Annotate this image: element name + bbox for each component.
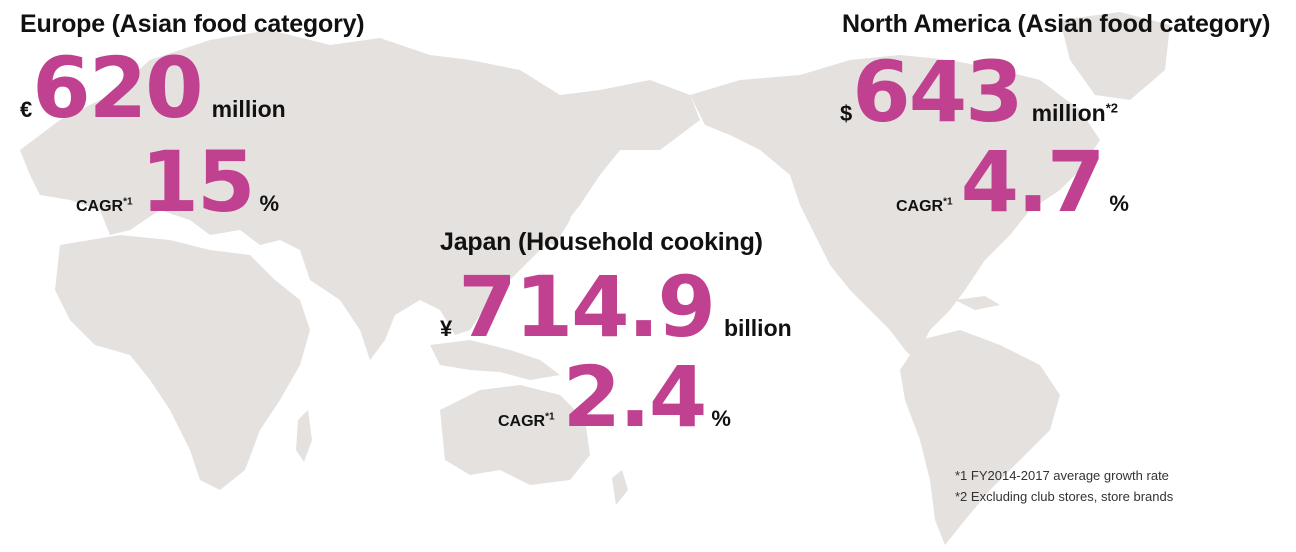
footnote-1: *1 FY2014-2017 average growth rate (955, 468, 1169, 483)
japan-landmass (540, 185, 575, 245)
japan-cagr-unit: % (711, 406, 731, 431)
japan-currency: ¥ (440, 316, 453, 341)
north-america-cagr-value: 4.7 (960, 133, 1106, 231)
europe-cagr-unit: % (259, 191, 280, 216)
north-america-amount: 643 (852, 43, 1023, 141)
north-america-cagr-unit: % (1109, 191, 1129, 216)
se-asia-islands (430, 340, 560, 380)
north-america-cagr-label: CAGR*1 (896, 196, 953, 215)
japan-cagr-label: CAGR*1 (498, 411, 555, 430)
new-zealand-landmass (612, 470, 628, 505)
australia-landmass (440, 385, 590, 485)
north-america-currency: $ (840, 101, 853, 126)
africa-landmass (55, 235, 310, 490)
japan-unit: billion (723, 315, 792, 341)
footnote-2: *2 Excluding club stores, store brands (955, 489, 1174, 504)
europe-block: Europe (Asian food category) (20, 10, 365, 39)
japan-block: Japan (Household cooking) (440, 228, 763, 257)
europe-unit: million (211, 96, 286, 122)
north-america-landmass (690, 55, 1100, 360)
europe-amount: 620 (32, 39, 203, 137)
north-america-unit: million*2 (1031, 100, 1119, 126)
europe-cagr-value: 15 (140, 133, 256, 231)
north-america-cagr: CAGR*14.7% (896, 140, 1129, 224)
eurasia-landmass (20, 30, 700, 360)
japan-cagr-value: 2.4 (562, 348, 708, 446)
north-america-block: North America (Asian food category) (842, 10, 1270, 39)
north-america-title: North America (Asian food category) (842, 10, 1271, 38)
caribbean-islands (955, 296, 1000, 310)
europe-currency: € (20, 97, 33, 122)
europe-cagr: CAGR*115% (76, 140, 279, 224)
south-america-landmass (900, 330, 1060, 545)
japan-title: Japan (Household cooking) (440, 228, 763, 256)
greenland-landmass (1060, 12, 1170, 100)
japan-cagr: CAGR*12.4% (498, 355, 731, 439)
europe-cagr-label: CAGR*1 (76, 196, 133, 215)
europe-title: Europe (Asian food category) (20, 10, 365, 38)
japan-amount: 714.9 (458, 258, 716, 356)
madagascar-landmass (296, 410, 312, 462)
